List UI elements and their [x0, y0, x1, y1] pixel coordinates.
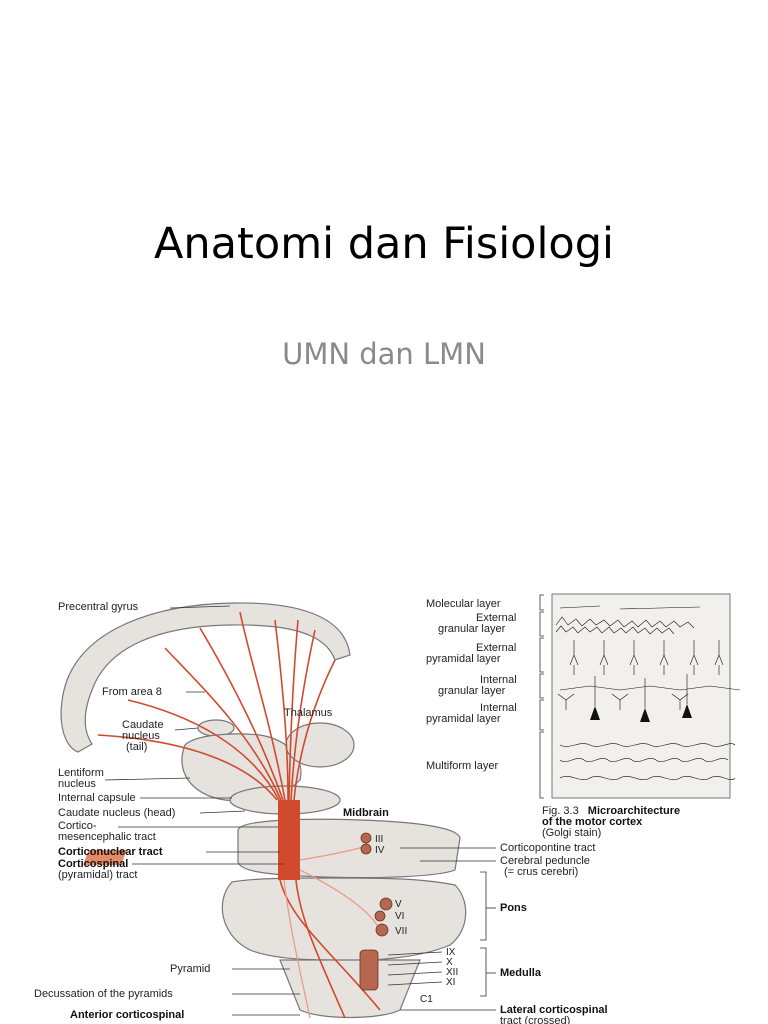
right-pathway-labels: Corticopontine tract Cerebral peduncle (… — [400, 842, 608, 1024]
svg-text:pyramidal layer: pyramidal layer — [426, 713, 501, 725]
svg-text:Internal: Internal — [480, 702, 517, 714]
midbrain — [237, 818, 461, 879]
svg-text:Anterior corticospinal: Anterior corticospinal — [70, 1009, 184, 1021]
medulla — [279, 959, 421, 1019]
golgi-texture — [555, 605, 741, 780]
svg-text:VI: VI — [395, 911, 404, 922]
svg-text:tract (crossed): tract (crossed) — [500, 1015, 570, 1024]
svg-text:Corticospinal: Corticospinal — [58, 858, 128, 870]
slide-subtitle: UMN dan LMN — [282, 337, 486, 371]
svg-text:Cerebral peduncle: Cerebral peduncle — [500, 855, 590, 867]
svg-text:Corticopontine tract: Corticopontine tract — [500, 842, 595, 854]
svg-text:III: III — [375, 834, 383, 845]
nerve-numerals: III IV V VI VII IX X XII XI C1 — [375, 834, 458, 1005]
svg-text:granular layer: granular layer — [438, 623, 506, 635]
svg-text:Pyramid: Pyramid — [170, 963, 210, 975]
svg-text:pyramidal layer: pyramidal layer — [426, 653, 501, 665]
svg-text:X: X — [446, 957, 453, 968]
svg-text:Caudate nucleus (head): Caudate nucleus (head) — [58, 807, 175, 819]
svg-text:From area 8: From area 8 — [102, 686, 162, 698]
svg-text:Caudate: Caudate — [122, 719, 164, 731]
svg-text:Lentiform: Lentiform — [58, 767, 104, 779]
svg-text:nucleus: nucleus — [122, 730, 160, 742]
cranial-nuclei — [83, 832, 393, 991]
svg-text:Medulla: Medulla — [500, 967, 542, 979]
pons — [221, 877, 467, 962]
left-labels: Precentral gyrus From area 8 Thalamus Ca… — [34, 601, 389, 1021]
svg-text:(tail): (tail) — [126, 741, 147, 753]
svg-text:XII: XII — [446, 967, 458, 978]
svg-text:granular layer: granular layer — [438, 685, 506, 697]
svg-text:Thalamus: Thalamus — [284, 707, 333, 719]
svg-text:IX: IX — [446, 947, 456, 958]
golgi-panel — [551, 593, 731, 799]
svg-text:IV: IV — [375, 845, 385, 856]
svg-text:of the motor cortex: of the motor cortex — [542, 816, 643, 828]
svg-text:Molecular layer: Molecular layer — [426, 598, 501, 610]
svg-text:(pyramidal) tract: (pyramidal) tract — [58, 869, 137, 881]
cortex-arc — [60, 602, 351, 753]
svg-text:Precentral gyrus: Precentral gyrus — [58, 601, 139, 613]
svg-text:Internal capsule: Internal capsule — [58, 792, 136, 804]
svg-text:Pons: Pons — [500, 902, 527, 914]
svg-text:(= crus cerebri): (= crus cerebri) — [504, 866, 578, 878]
svg-text:Internal: Internal — [480, 674, 517, 686]
svg-text:Multiform layer: Multiform layer — [426, 760, 498, 772]
svg-text:C1: C1 — [420, 994, 433, 1005]
svg-text:XI: XI — [446, 977, 455, 988]
svg-text:External: External — [476, 642, 516, 654]
svg-text:(Golgi stain): (Golgi stain) — [542, 827, 601, 839]
svg-text:Cortico-: Cortico- — [58, 820, 97, 832]
lentiform-nucleus — [181, 733, 302, 802]
figure-caption: Fig. 3.3 Microarchitecture — [542, 799, 680, 818]
slide-title: Anatomi dan Fisiologi — [154, 219, 614, 269]
svg-text:External: External — [476, 612, 516, 624]
svg-text:Decussation of the pyramids: Decussation of the pyramids — [34, 988, 173, 1000]
svg-text:Lateral corticospinal: Lateral corticospinal — [500, 1004, 608, 1016]
svg-text:mesencephalic tract: mesencephalic tract — [58, 831, 156, 843]
svg-text:nucleus: nucleus — [58, 778, 96, 790]
svg-text:Midbrain: Midbrain — [343, 807, 389, 819]
svg-text:Corticonuclear tract: Corticonuclear tract — [58, 846, 163, 858]
cortex-layers-figure: Molecular layer External granular layer … — [426, 593, 741, 839]
svg-text:V: V — [395, 899, 402, 910]
svg-text:VII: VII — [395, 926, 407, 937]
